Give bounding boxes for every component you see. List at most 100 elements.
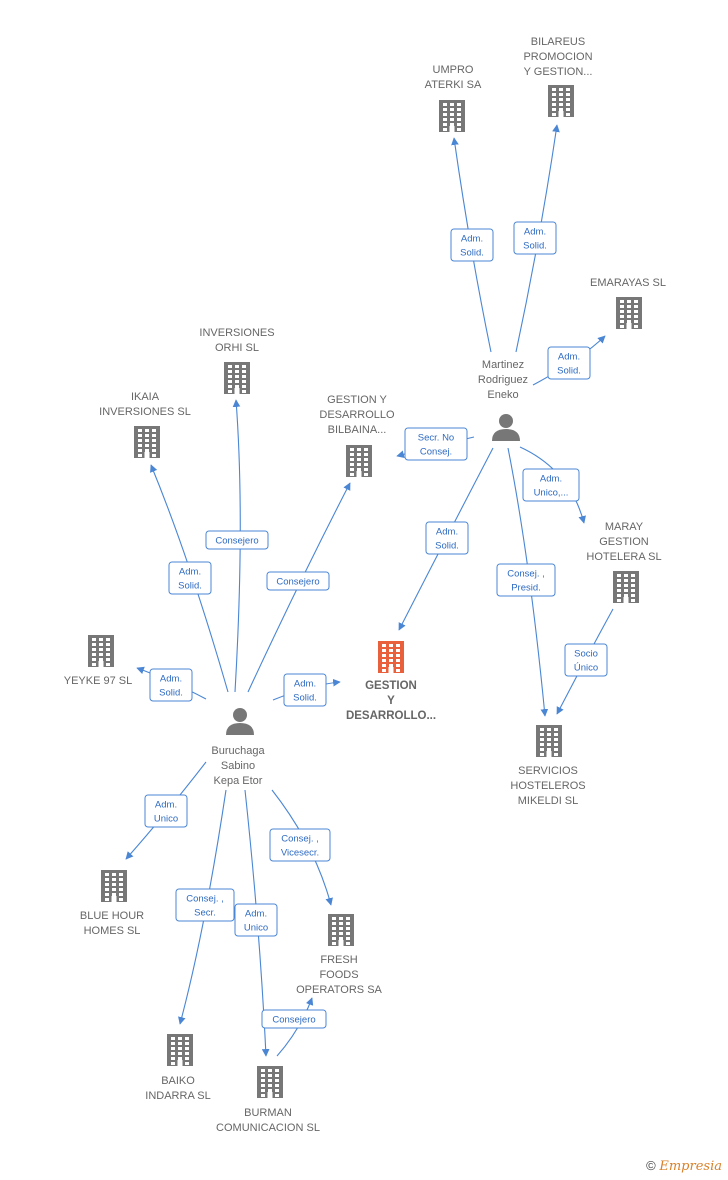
building-window: [339, 927, 343, 930]
building-window: [332, 932, 336, 935]
building-window: [443, 108, 447, 111]
building-window: [552, 103, 556, 106]
edge-label[interactable]: Consejero: [261, 1009, 327, 1029]
edge-label-text: Adm.: [461, 234, 483, 245]
building-window: [364, 448, 368, 451]
brand-logo[interactable]: Empresia: [659, 1159, 722, 1174]
building-window: [138, 454, 142, 457]
building-window: [235, 380, 239, 383]
building-window: [106, 658, 110, 661]
building-window: [261, 1069, 265, 1072]
person-body: [492, 429, 520, 441]
company-node-gestion_bilbaina[interactable]: GESTION YDESARROLLOBILBAINA...: [319, 394, 395, 477]
building-window: [457, 118, 461, 121]
building-window: [443, 128, 447, 131]
node-label: ATERKI SA: [425, 79, 482, 91]
edge-label[interactable]: Adm.Unico: [144, 794, 188, 828]
edge-label[interactable]: Adm.Solid.: [283, 673, 327, 707]
building-window: [552, 98, 556, 101]
building-window: [396, 654, 400, 657]
building-window: [119, 888, 123, 891]
building-window: [261, 1074, 265, 1077]
building-window: [554, 728, 558, 731]
edge-label[interactable]: Adm.Solid.: [425, 521, 469, 555]
edge-label[interactable]: Adm. Solid.: [547, 346, 591, 380]
building-window: [443, 113, 447, 116]
building-window: [357, 468, 361, 471]
edge-label[interactable]: Adm.Unico,...: [522, 468, 580, 502]
building-window: [627, 320, 631, 323]
edge-label[interactable]: Consejero: [266, 571, 330, 591]
company-node-emarayas[interactable]: EMARAYAS SL: [590, 277, 666, 329]
edge-label-text: Solid.: [557, 366, 581, 377]
company-node-yeyke[interactable]: YEYKE 97 SL: [64, 635, 133, 687]
building-window: [242, 380, 246, 383]
building-window: [631, 589, 635, 592]
building-window: [364, 453, 368, 456]
edge-label[interactable]: Consej. ,Secr.: [175, 888, 235, 922]
edge-label[interactable]: Adm.Unico: [234, 903, 278, 937]
node-label: GESTION: [365, 680, 417, 692]
building-window: [228, 370, 232, 373]
building-window: [457, 128, 461, 131]
building-window: [634, 315, 638, 318]
edge-label[interactable]: Consej. ,Presid.: [496, 563, 556, 597]
edge-label-text: Adm.: [558, 352, 580, 363]
building-window: [634, 320, 638, 323]
edge-label-box: [168, 561, 212, 595]
node-label: MIKELDI SL: [518, 795, 579, 807]
building-window: [346, 937, 350, 940]
building-window: [261, 1084, 265, 1087]
building-window: [566, 113, 570, 116]
company-node-gestion_focal[interactable]: GESTIONYDESARROLLO...: [346, 641, 436, 722]
building-window: [357, 453, 361, 456]
node-label: OPERATORS SA: [296, 984, 382, 996]
building-window: [620, 325, 624, 328]
edge-label[interactable]: Adm.Solid.: [168, 561, 212, 595]
building-window: [547, 743, 551, 746]
edge-labels-layer: Adm.Solid.Adm.Solid.Adm.Solid.Secr. NoCo…: [144, 221, 608, 1029]
building-window: [171, 1042, 175, 1045]
building-window: [99, 648, 103, 651]
building-window: [634, 325, 638, 328]
node-label: GESTION: [599, 536, 649, 548]
edge-label[interactable]: Adm.Solid.: [450, 228, 494, 262]
building-window: [228, 365, 232, 368]
building-door: [558, 111, 564, 117]
edge-label[interactable]: Consej. ,Vicesecr.: [269, 828, 331, 862]
building-window: [627, 310, 631, 313]
building-window: [443, 123, 447, 126]
edge-label[interactable]: Consejero: [205, 530, 269, 550]
edge-label[interactable]: Adm.Solid.: [513, 221, 557, 255]
building-window: [357, 458, 361, 461]
building-window: [339, 917, 343, 920]
building-door: [234, 388, 240, 394]
edge-label[interactable]: Adm.Solid.: [149, 668, 193, 702]
node-label: INVERSIONES: [199, 327, 274, 339]
building-window: [185, 1062, 189, 1065]
building-window: [547, 748, 551, 751]
building-window: [624, 574, 628, 577]
building-door: [267, 1092, 273, 1098]
building-window: [119, 898, 123, 901]
building-window: [332, 917, 336, 920]
edge-label-box: [522, 468, 580, 502]
edge-label-box: [564, 643, 608, 677]
edge-label-text: Solid.: [159, 688, 183, 699]
